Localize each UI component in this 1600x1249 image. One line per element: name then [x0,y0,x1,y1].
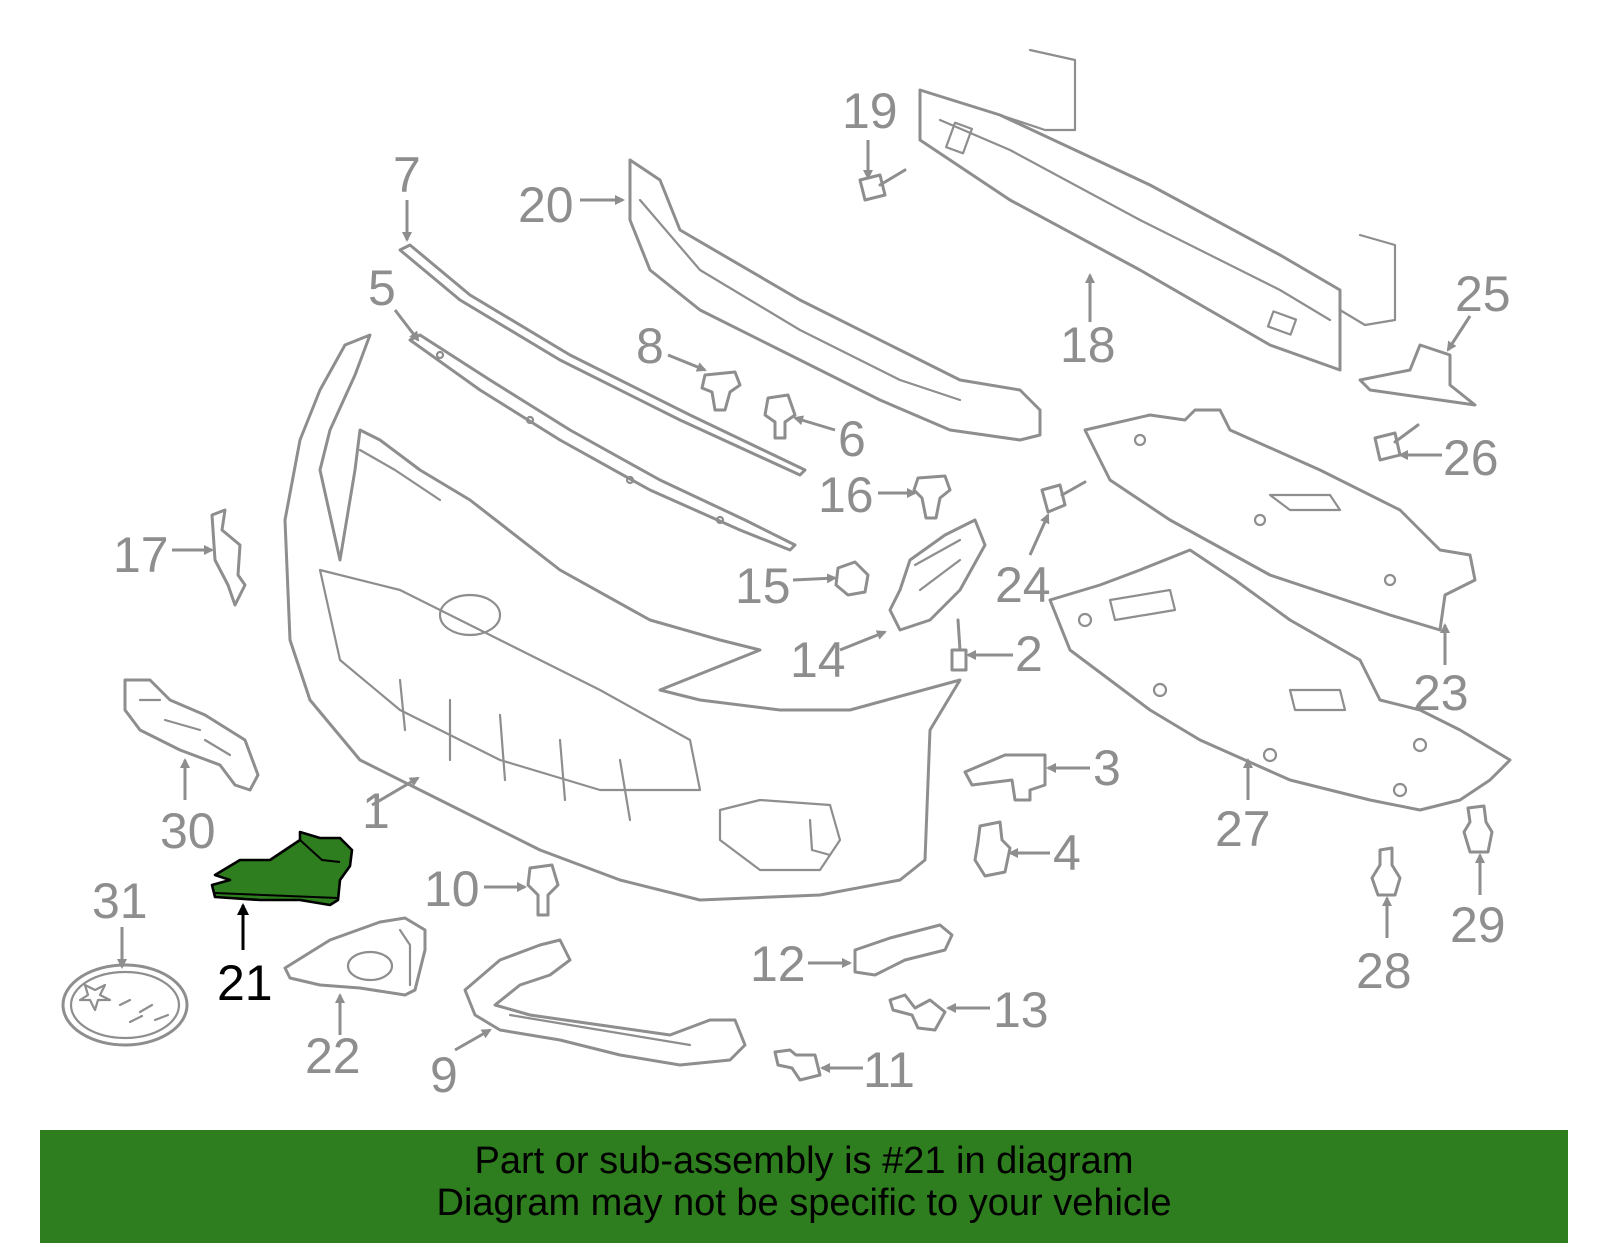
callout-7: 7 [393,147,421,203]
callout-10: 10 [424,861,480,917]
under-cover-23-part [1083,408,1477,632]
callout-2: 2 [1015,626,1043,682]
reinforcement-beam-18-part [918,48,1397,372]
callout-3: 3 [1093,740,1121,796]
callout-9: 9 [430,1047,458,1103]
callout-28: 28 [1356,943,1412,999]
callout-19: 19 [842,83,898,139]
callout-13: 13 [993,982,1049,1038]
grille-strip-5-part [408,333,797,552]
bracket-12-part [853,923,954,977]
callout-26: 26 [1443,430,1499,486]
bolt-11-part [773,1048,822,1082]
callout-11: 11 [863,1042,915,1098]
callout-21: 21 [217,955,273,1011]
bracket-17-part [210,508,247,607]
callout-8: 8 [636,318,664,374]
upper-strip-7-part [398,243,807,477]
callout-18: 18 [1060,317,1116,373]
pin-2-part [950,618,968,672]
callout-17: 17 [113,527,169,583]
bracket-9-part [463,938,747,1067]
leader-lines [117,140,1485,1073]
callout-4: 4 [1053,825,1081,881]
parts-diagram: 1 2 3 4 5 6 7 8 9 10 11 12 13 14 15 16 1… [61,48,1512,1103]
callout-6: 6 [838,411,866,467]
energy-absorber-20-part [628,158,1042,442]
callout-12: 12 [750,936,806,992]
callout-30: 30 [160,803,216,859]
callout-22: 22 [305,1028,361,1084]
bolt-19-part [858,168,907,202]
highlighted-part-21 [210,830,354,907]
clip-29-part [1462,804,1494,854]
bracket-25-part [1358,343,1477,407]
part-info-banner: Part or sub-assembly is #21 in diagram D… [40,1130,1568,1243]
clip-28-part [1370,846,1402,897]
bracket-14-part [888,518,987,632]
clip-13-part [888,993,947,1032]
clip-16-part [912,474,952,520]
callout-16: 16 [818,467,874,523]
callout-27: 27 [1215,801,1271,857]
clip-15-part [834,560,870,597]
banner-line-2: Diagram may not be specific to your vehi… [436,1182,1172,1224]
bolt-24-part [1040,480,1087,514]
callout-23: 23 [1413,665,1469,721]
callout-1: 1 [362,783,390,839]
callout-labels: 1 2 3 4 5 6 7 8 9 10 11 12 13 14 15 16 1… [92,83,1511,1103]
callout-15: 15 [735,558,791,614]
bracket-30-part [123,678,260,792]
banner-line-1: Part or sub-assembly is #21 in diagram [474,1140,1134,1182]
fog-cover-22-part [283,916,427,997]
callout-29: 29 [1450,897,1506,953]
bolt-10-part [526,863,560,917]
bumper-cover-part [283,333,962,902]
callout-24: 24 [995,557,1051,613]
under-cover-27-part [1048,548,1512,812]
callout-31: 31 [92,873,148,929]
bolt-6-part [763,393,797,440]
callout-20: 20 [518,177,574,233]
emblem-31-part [61,963,189,1047]
bracket-3-part [963,753,1047,802]
clip-8-part [700,370,742,412]
callout-25: 25 [1455,266,1511,322]
callout-14: 14 [790,632,846,688]
callout-5: 5 [368,260,396,316]
clip-4-part [973,820,1012,878]
